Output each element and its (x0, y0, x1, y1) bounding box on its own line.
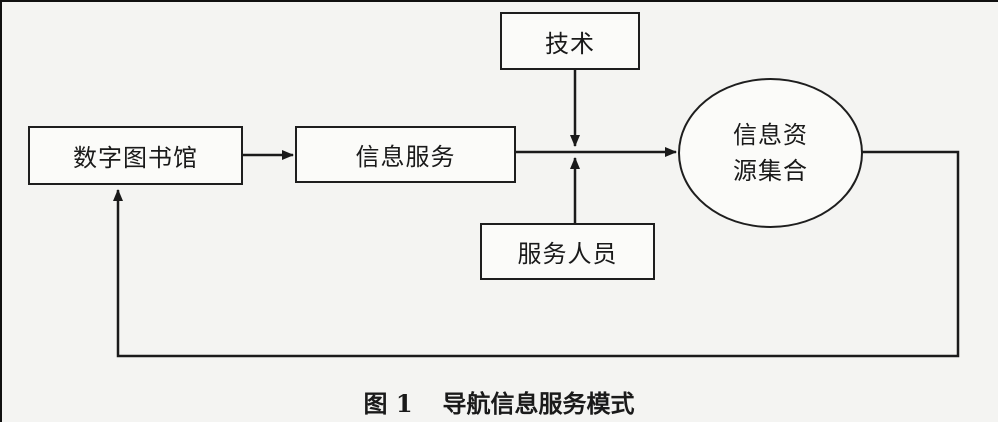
top-border (0, 0, 998, 2)
left-border (0, 0, 2, 422)
node-resource-collection: 信息资 源集合 (678, 78, 863, 228)
node-information-service: 信息服务 (295, 126, 516, 183)
node-service-staff-label: 服务人员 (517, 240, 618, 268)
figure-caption: 图 1 导航信息服务模式 (0, 384, 998, 419)
node-digital-library-label: 数字图书馆 (73, 144, 198, 172)
node-resource-collection-line2: 源集合 (733, 157, 808, 185)
figure-number: 图 1 (363, 389, 413, 418)
node-technology: 技术 (500, 12, 640, 70)
node-service-staff: 服务人员 (480, 223, 655, 280)
node-digital-library: 数字图书馆 (28, 126, 243, 185)
node-information-service-label: 信息服务 (355, 143, 456, 171)
figure-title: 导航信息服务模式 (442, 389, 635, 418)
feedback-loop-line (113, 150, 960, 358)
node-technology-label: 技术 (545, 29, 595, 58)
node-resource-collection-line1: 信息资 (733, 121, 808, 149)
